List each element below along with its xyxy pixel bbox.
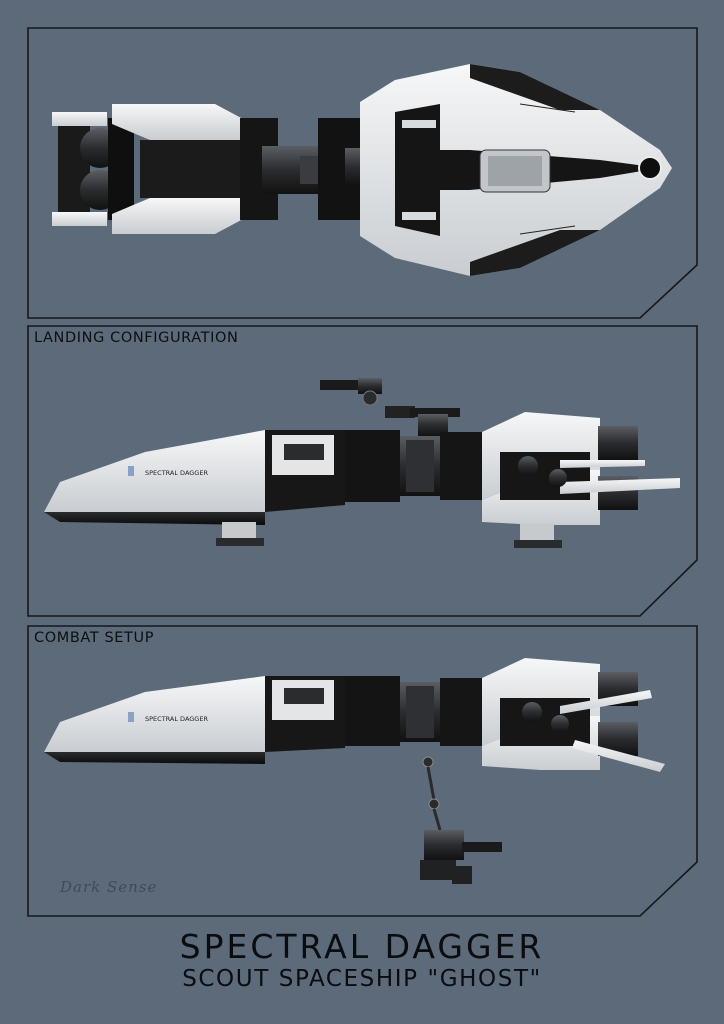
panel-frame-combat bbox=[27, 625, 698, 917]
ship-combat-view bbox=[44, 658, 665, 884]
artist-signature: Dark Sense bbox=[60, 878, 158, 896]
panel-label-landing: LANDING CONFIGURATION bbox=[34, 330, 239, 346]
page-title: SPECTRAL DAGGER bbox=[179, 927, 545, 966]
ship-top-view bbox=[52, 64, 672, 276]
hull-name-combat: SPECTRAL DAGGER bbox=[145, 715, 208, 723]
hull-name-landing: SPECTRAL DAGGER bbox=[145, 469, 208, 477]
panel-frame-top bbox=[27, 27, 698, 319]
ship-landing-view bbox=[44, 378, 680, 548]
panel-label-combat: COMBAT SETUP bbox=[34, 630, 155, 646]
panel-frame-landing bbox=[27, 325, 698, 617]
page-subtitle: SCOUT SPACESHIP "GHOST" bbox=[182, 966, 542, 992]
